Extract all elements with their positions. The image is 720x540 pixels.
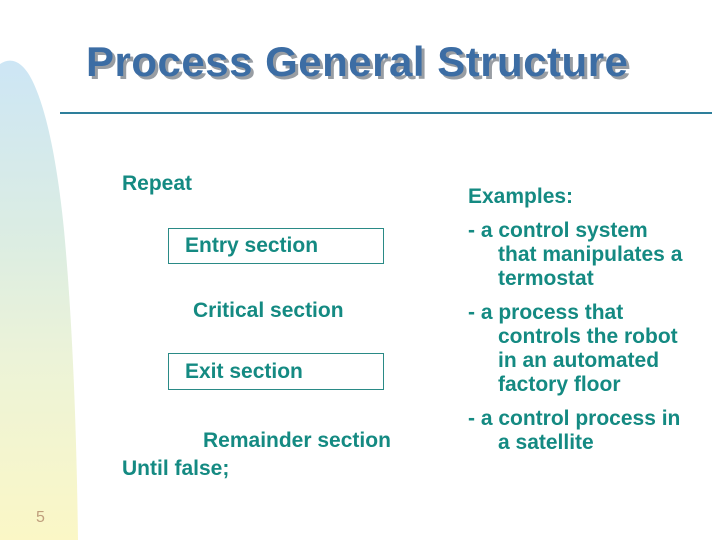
page-number: 5 xyxy=(36,509,45,526)
entry-section-label: Entry section xyxy=(185,234,319,257)
title-underline-rule xyxy=(60,112,712,114)
example-line: factory floor xyxy=(498,373,621,396)
example-line: controls the robot xyxy=(498,325,678,348)
example-line: a satellite xyxy=(498,431,594,454)
pseudocode-repeat-label: Repeat xyxy=(122,172,193,195)
exit-section-box: Exit section xyxy=(168,353,384,390)
example-line: - a control system xyxy=(468,219,648,242)
entry-section-box: Entry section xyxy=(168,228,384,264)
examples-block: Examples: - a control system that manipu… xyxy=(468,185,720,455)
examples-heading: Examples: xyxy=(468,185,574,208)
pseudocode-until-label: Until false; xyxy=(122,457,230,480)
gradient-swoosh-decoration xyxy=(0,60,78,540)
page-title: Process General Structure xyxy=(86,38,629,85)
example-line: termostat xyxy=(498,267,594,290)
example-line: in an automated xyxy=(498,349,660,372)
example-line: - a control process in xyxy=(468,407,681,430)
remainder-section-label: Remainder section xyxy=(203,429,391,452)
example-line: - a process that xyxy=(468,301,624,324)
critical-section-label: Critical section xyxy=(193,299,344,322)
exit-section-label: Exit section xyxy=(185,359,303,383)
example-line: that manipulates a xyxy=(498,243,683,266)
